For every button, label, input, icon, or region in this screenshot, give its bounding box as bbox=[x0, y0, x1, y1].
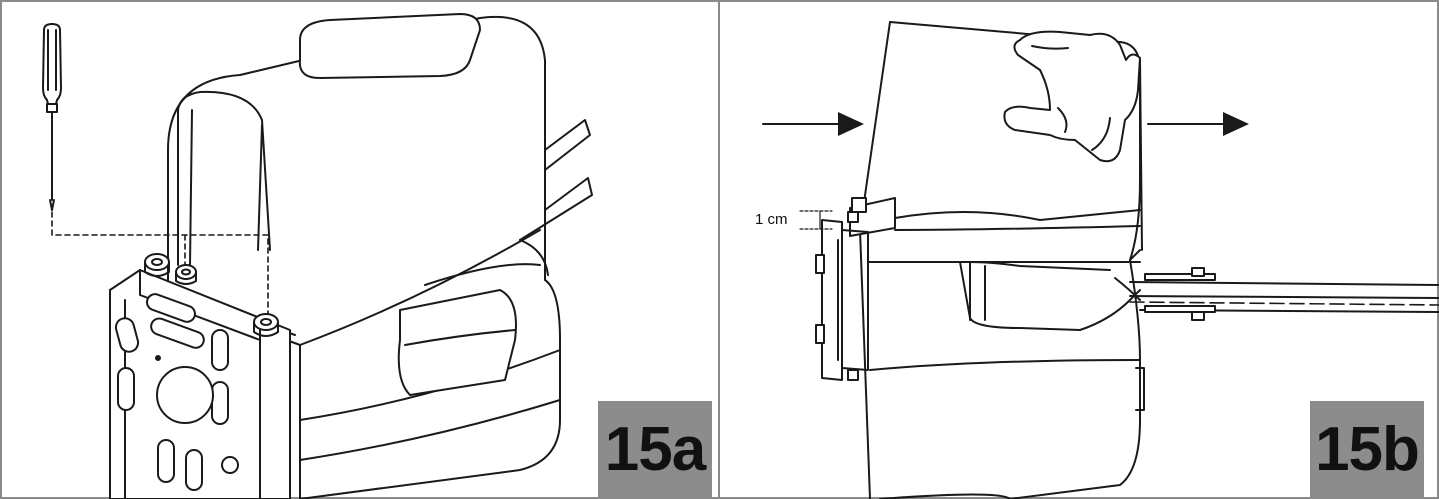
hand-icon bbox=[1003, 30, 1141, 163]
mounting-plate bbox=[109, 253, 291, 499]
arrow-right-icon bbox=[762, 112, 864, 136]
arrow-right-icon bbox=[1147, 112, 1249, 136]
dimension-label: 1 cm bbox=[755, 211, 788, 228]
panel-15a: 15a bbox=[0, 0, 718, 499]
mounting-plate bbox=[815, 197, 869, 381]
dimension-marker bbox=[799, 210, 833, 230]
speaker-body bbox=[167, 13, 593, 499]
figure-label-15a: 15a bbox=[598, 401, 712, 499]
mounting-screw bbox=[144, 253, 170, 277]
illustration-15b bbox=[762, 21, 1439, 499]
panel-15b: 1 cm 15b bbox=[720, 0, 1439, 499]
illustration-15a bbox=[42, 13, 593, 499]
mounting-screw bbox=[175, 264, 197, 285]
screwdriver-icon bbox=[42, 23, 62, 211]
bracket-arm bbox=[849, 197, 1439, 331]
figure-label-15b: 15b bbox=[1310, 401, 1424, 499]
screw-guide-line bbox=[51, 211, 269, 319]
panel-divider bbox=[718, 0, 720, 499]
mounting-screw bbox=[253, 313, 279, 337]
